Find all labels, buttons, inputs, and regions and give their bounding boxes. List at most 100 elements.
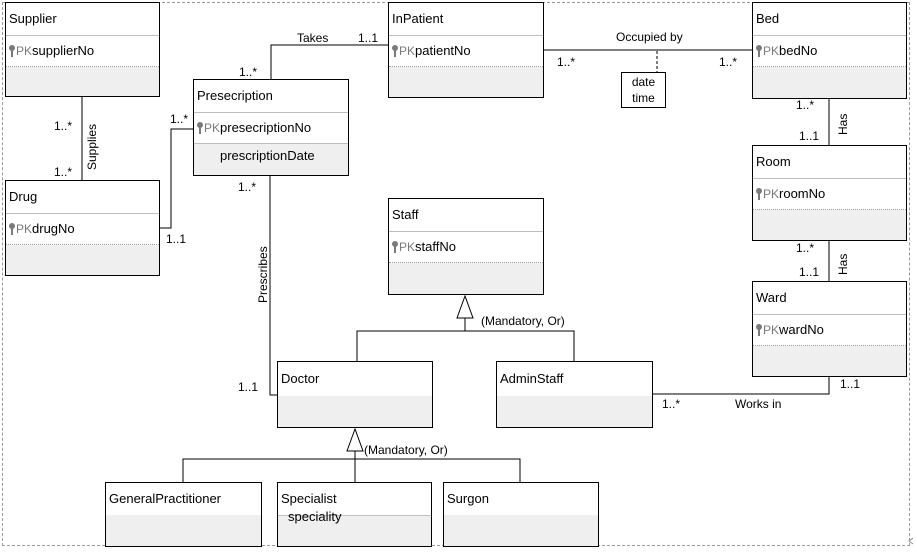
entity-title: Drug: [6, 181, 159, 214]
primary-key-attribute: bedNo: [779, 43, 818, 58]
entity-title: Staff: [389, 199, 543, 232]
relationship-name-has: Has: [836, 253, 850, 275]
primary-key-row: PKsupplierNo: [6, 36, 159, 67]
entity-title: Presecription: [194, 80, 348, 113]
prescribes-line: [269, 175, 277, 396]
primary-key-row: PKpatientNo: [389, 36, 543, 67]
primary-key-row: PKdrugNo: [6, 214, 159, 245]
primary-key-attribute: roomNo: [779, 186, 826, 201]
relationship-name-supplies: Supplies: [85, 123, 99, 170]
entity-operations-compartment: [278, 515, 431, 546]
entity-operations-compartment: [753, 210, 906, 240]
entity-room[interactable]: Room PKroomNo: [752, 145, 907, 241]
primary-key-row: PKbedNo: [753, 36, 906, 67]
entity-title: Ward: [753, 282, 906, 315]
entity-operations-compartment: [497, 396, 652, 427]
entity-title: InPatient: [389, 3, 543, 36]
pk-label: PK: [399, 240, 416, 254]
primary-key-attribute: supplierNo: [32, 43, 95, 58]
pk-label: PK: [763, 187, 780, 201]
primary-key-attribute: staffNo: [415, 239, 456, 254]
key-icon: [9, 45, 15, 57]
entity-bed[interactable]: Bed PKbedNo: [752, 2, 907, 99]
entity-title: Bed: [753, 3, 906, 36]
entity-operations-compartment: [753, 346, 906, 376]
key-icon: [756, 324, 762, 336]
multiplicity-label: 1..1: [166, 232, 187, 246]
entity-surgon[interactable]: Surgon: [443, 482, 599, 547]
entity-operations-compartment: [106, 515, 261, 546]
relationship-name-occupied-by: Occupied by: [616, 30, 683, 44]
drug-prescription-line: [159, 128, 194, 229]
entity-title: AdminStaff: [497, 362, 652, 397]
attribute-prescription-date: prescriptionDate: [194, 144, 348, 175]
entity-staff[interactable]: Staff PKstaffNo: [388, 198, 544, 295]
note-line-time: time: [632, 91, 655, 105]
primary-key-attribute: drugNo: [32, 221, 75, 236]
key-icon: [756, 45, 762, 57]
multiplicity-label: 1..*: [54, 165, 73, 179]
doctor-generalization-arrow: [346, 427, 364, 452]
primary-key-row: PKstaffNo: [389, 232, 543, 263]
entity-doctor[interactable]: Doctor: [277, 361, 433, 428]
multiplicity-label: 1..*: [54, 119, 73, 133]
works-in-line: [652, 376, 830, 395]
entity-operations-compartment: [389, 263, 543, 294]
entity-drug[interactable]: Drug PKdrugNo: [5, 180, 160, 276]
entity-inpatient[interactable]: InPatient PKpatientNo: [388, 2, 544, 98]
staff-generalization-branch: [356, 330, 575, 362]
multiplicity-label: 1..*: [557, 55, 576, 69]
pk-label: PK: [204, 121, 221, 135]
relationship-name-prescribes: Prescribes: [256, 246, 270, 303]
entity-title: Supplier: [6, 3, 159, 36]
entity-adminstaff[interactable]: AdminStaff: [496, 361, 653, 428]
association-note[interactable]: date time: [621, 72, 666, 108]
multiplicity-label: 1..*: [239, 65, 258, 79]
primary-key-attribute: wardNo: [779, 322, 824, 337]
entity-operations-compartment: [444, 515, 598, 546]
entity-operations-compartment: [6, 245, 159, 275]
entity-title: Doctor: [278, 362, 432, 397]
multiplicity-label: 1..1: [799, 265, 820, 279]
multiplicity-label: 1..*: [662, 397, 681, 411]
relationship-name-has: Has: [836, 113, 850, 135]
attribute-speciality: speciality: [288, 509, 342, 524]
multiplicity-label: 1..1: [840, 377, 861, 391]
key-icon: [392, 45, 398, 57]
pk-label: PK: [399, 44, 416, 58]
entity-operations-compartment: [278, 396, 432, 427]
entity-operations-compartment: [753, 67, 906, 98]
resize-arrow-icon[interactable]: [906, 536, 916, 546]
primary-key-row: PKpresecriptionNo: [194, 113, 348, 144]
staff-generalization-arrow: [456, 294, 474, 319]
multiplicity-label: 1..1: [799, 129, 820, 143]
primary-key-attribute: presecriptionNo: [220, 120, 312, 135]
entity-ward[interactable]: Ward PKwardNo: [752, 281, 907, 377]
multiplicity-label: 1..1: [358, 31, 379, 45]
pk-label: PK: [763, 44, 780, 58]
entity-operations-compartment: [6, 67, 159, 96]
entity-general-practitioner[interactable]: GeneralPractitioner: [105, 482, 262, 547]
doctor-generalization-branch: [182, 458, 521, 483]
relationship-name-works-in: Works in: [735, 397, 782, 411]
multiplicity-label: 1..*: [170, 112, 189, 126]
entity-title: Room: [753, 146, 906, 179]
multiplicity-label: 1..*: [238, 180, 257, 194]
pk-label: PK: [763, 323, 780, 337]
entity-title: Surgon: [444, 483, 598, 516]
key-icon: [9, 223, 15, 235]
relationship-name-takes: Takes: [297, 31, 329, 45]
entity-prescription[interactable]: Presecription PKpresecriptionNo prescrip…: [193, 79, 349, 176]
takes-line: [270, 44, 389, 80]
key-icon: [392, 241, 398, 253]
entity-title: Specialist: [281, 491, 337, 506]
multiplicity-label: 1..*: [719, 55, 738, 69]
generalization-constraint-staff: (Mandatory, Or): [481, 314, 565, 328]
multiplicity-label: 1..1: [238, 380, 259, 394]
entity-specialist[interactable]: Specialist speciality: [277, 482, 432, 547]
entity-supplier[interactable]: Supplier PKsupplierNo: [5, 2, 160, 97]
primary-key-attribute: patientNo: [415, 43, 471, 58]
pk-label: PK: [16, 222, 33, 236]
key-icon: [197, 122, 203, 134]
